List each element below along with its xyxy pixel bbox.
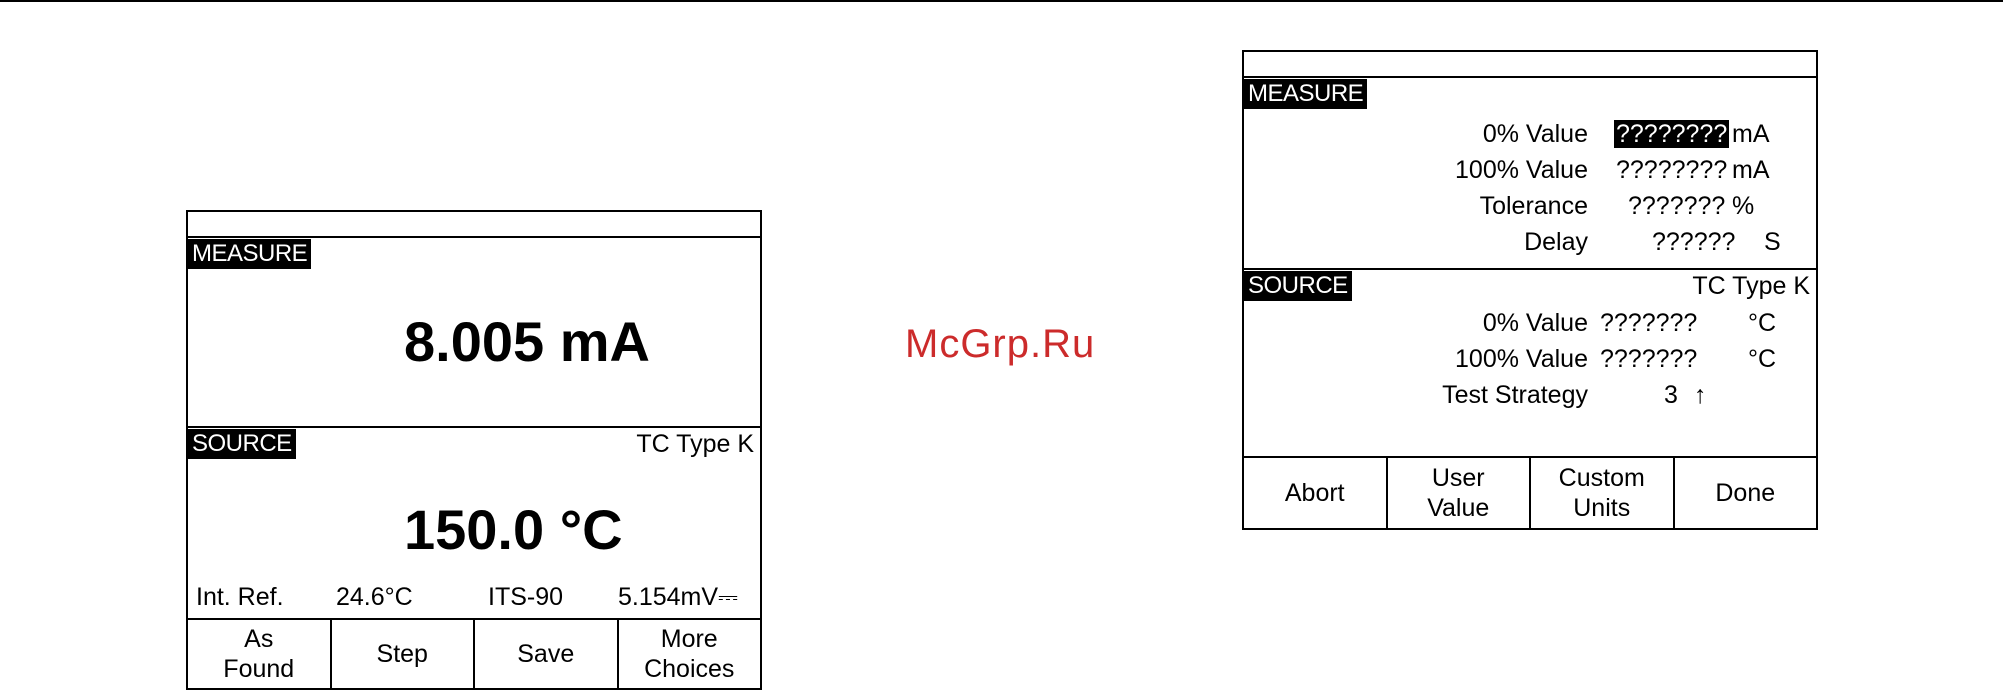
temperature-scale: ITS-90 — [488, 583, 564, 611]
calibrator-screen-setup: MEASURE 0% Value ???????? mA 100% Value … — [1242, 50, 1818, 530]
field-label-measure-2: Tolerance — [1479, 192, 1588, 220]
source-tag: SOURCE — [1244, 271, 1352, 301]
field-value-source-0[interactable]: ??????? — [1600, 309, 1698, 337]
arrow-up-icon: ↑ — [1694, 381, 1707, 409]
calibrator-screen-measure-source: MEASURE 8.005 mA SOURCE TC Type K 150.0 … — [186, 210, 762, 690]
section-divider — [1244, 268, 1816, 270]
source-tag: SOURCE — [188, 429, 296, 459]
softkey-step[interactable]: Step — [332, 620, 475, 688]
field-label-measure-0: 0% Value — [1482, 120, 1588, 148]
header-divider — [188, 236, 760, 238]
softkey-as-found[interactable]: As Found — [188, 620, 332, 688]
field-label-measure-3: Delay — [1524, 228, 1588, 256]
field-value-measure-1[interactable]: ???????? — [1616, 156, 1728, 184]
field-unit-measure-2: % — [1732, 192, 1755, 220]
field-label-source-1: 100% Value — [1455, 345, 1588, 373]
int-ref-label: Int. Ref. — [196, 583, 284, 611]
field-unit-measure-0: mA — [1732, 120, 1770, 148]
softkey-user-value[interactable]: User Value — [1388, 458, 1531, 528]
field-unit-measure-3: S — [1764, 228, 1781, 256]
softkey-abort[interactable]: Abort — [1244, 458, 1388, 528]
watermark: McGrp.Ru — [905, 322, 1096, 366]
millivolt-value: 5.154mV⎓ — [618, 583, 739, 611]
tc-type-label: TC Type K — [636, 430, 754, 458]
tc-type-label: TC Type K — [1692, 272, 1810, 300]
header-divider — [1244, 76, 1816, 78]
softkey-more-choices[interactable]: More Choices — [644, 625, 735, 683]
field-unit-source-1: °C — [1748, 345, 1777, 373]
field-value-source-2[interactable]: 3 — [1664, 381, 1678, 409]
field-unit-measure-1: mA — [1732, 156, 1770, 184]
field-value-measure-0[interactable]: ???????? — [1614, 120, 1730, 148]
softkey-done[interactable]: Done — [1715, 479, 1776, 507]
source-reading: 150.0 °C — [404, 498, 623, 561]
field-value-measure-2[interactable]: ??????? — [1628, 192, 1726, 220]
measure-tag: MEASURE — [188, 239, 312, 269]
field-label-measure-1: 100% Value — [1455, 156, 1588, 184]
softkey-bar: Abort User Value Custom Units Done — [1244, 456, 1816, 528]
field-value-source-1[interactable]: ??????? — [1600, 345, 1698, 373]
softkey-custom-units[interactable]: Custom Units — [1531, 458, 1675, 528]
measure-reading: 8.005 mA — [404, 310, 650, 373]
softkey-save[interactable]: Save — [475, 620, 619, 688]
field-value-measure-3[interactable]: ?????? — [1652, 228, 1736, 256]
softkey-bar: As Found Step Save More Choices — [188, 618, 760, 688]
section-divider — [188, 426, 760, 428]
field-label-source-0: 0% Value — [1482, 309, 1588, 337]
field-unit-source-0: °C — [1748, 309, 1777, 337]
field-label-source-2: Test Strategy — [1442, 381, 1588, 409]
int-ref-value: 24.6°C — [336, 583, 413, 611]
top-rule — [0, 0, 2003, 2]
measure-tag: MEASURE — [1244, 79, 1368, 109]
